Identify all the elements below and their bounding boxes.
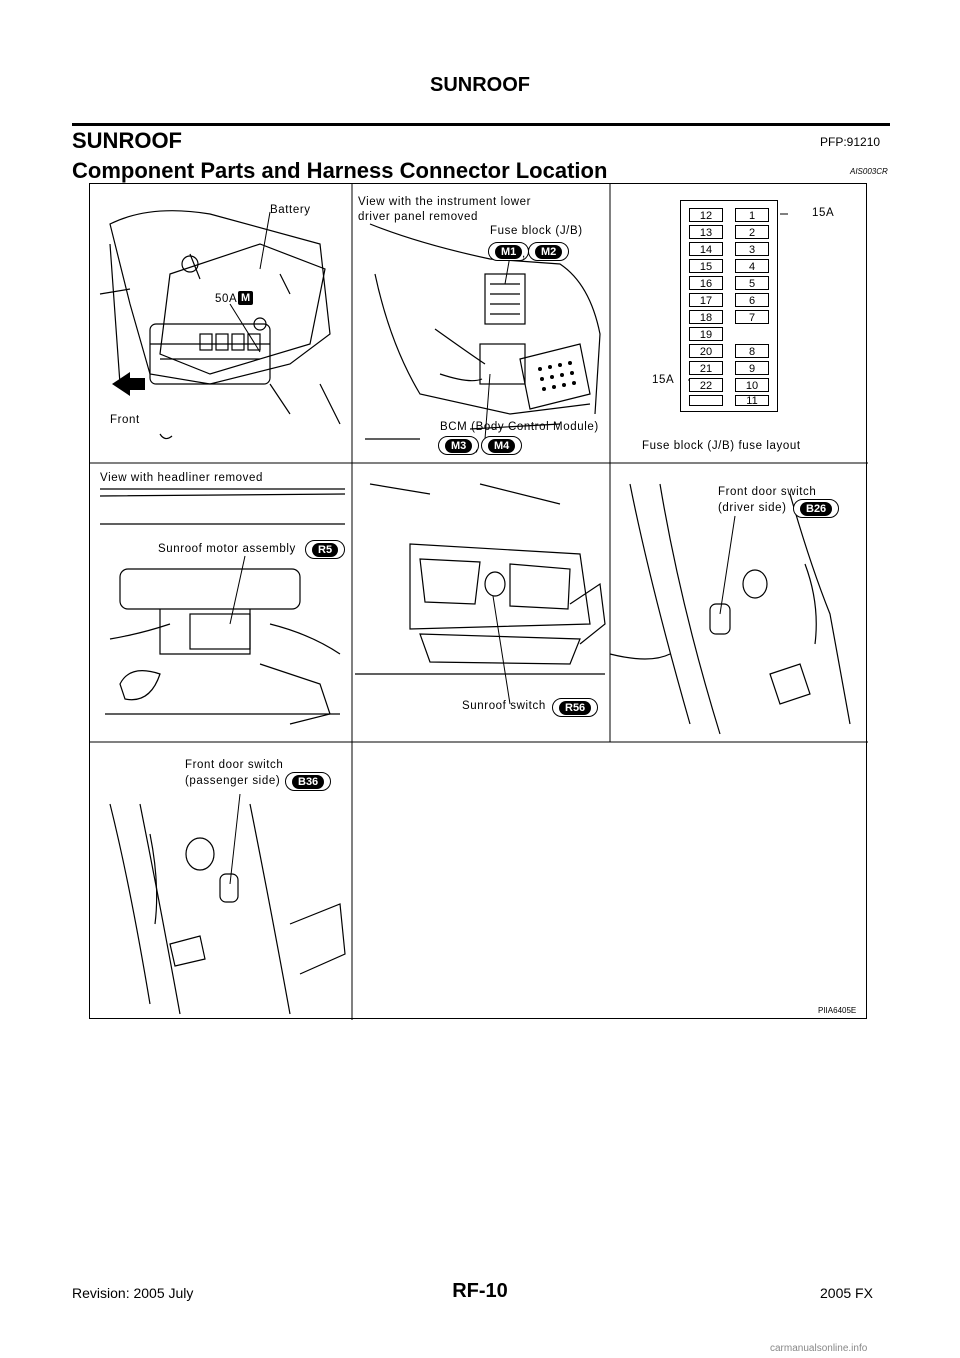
- fuse-slot: 1: [735, 208, 769, 222]
- pfp-code: PFP:91210: [820, 135, 881, 149]
- front-label: Front: [110, 414, 140, 426]
- fuse-slot: 18: [689, 310, 723, 324]
- passenger-door-label-2: (passenger side): [185, 775, 281, 787]
- doc-code: AIS003CR: [850, 167, 888, 176]
- driver-door-sketch: [609, 483, 851, 735]
- fuse-slot: 14: [689, 242, 723, 256]
- comma: ,: [475, 442, 479, 454]
- page-header: SUNROOF: [430, 74, 530, 96]
- fuse-slot: 8: [735, 344, 769, 358]
- headliner-heading: View with headliner removed: [100, 472, 264, 484]
- battery-sketch: [99, 210, 341, 440]
- fuse-slot: 6: [735, 293, 769, 307]
- sunroof-switch-label: Sunroof switch: [462, 700, 546, 712]
- passenger-door-label-1: Front door switch: [185, 759, 284, 771]
- connector-r5: R5: [305, 540, 346, 559]
- figure-id: PIIA6405E: [818, 1006, 857, 1015]
- fuse-layout-caption: Fuse block (J/B) fuse layout: [642, 440, 801, 452]
- fuse-slot: 2: [735, 225, 769, 239]
- fuse-slot: 9: [735, 361, 769, 375]
- section-title: SUNROOF: [72, 128, 182, 153]
- fuse-slot: 5: [735, 276, 769, 290]
- instrument-heading-1: View with the instrument lower: [358, 196, 532, 208]
- connector-m2: M2: [528, 242, 570, 261]
- instrument-panel-sketch: [365, 223, 601, 440]
- fuse-slot: 16: [689, 276, 723, 290]
- fuse-block-label: Fuse block (J/B): [490, 225, 583, 237]
- connector-b26: B26: [793, 499, 840, 518]
- fuse-slot: [689, 395, 723, 406]
- fuse-slot: 19: [689, 327, 723, 341]
- component-figure: Battery 50A M Front View with the instru…: [89, 183, 868, 1020]
- revision-text: Revision: 2005 July: [72, 1285, 194, 1301]
- fuse-layout-grid: 12 1 13 2 14 3 15 4 16 5 17 6 18 7 19 20…: [680, 200, 778, 412]
- fuse-slot: 13: [689, 225, 723, 239]
- connector-m4: M4: [481, 436, 523, 455]
- instrument-heading-2: driver panel removed: [358, 211, 479, 223]
- subsection-title: Component Parts and Harness Connector Lo…: [72, 158, 608, 183]
- fuse-slot: 7: [735, 310, 769, 324]
- battery-label: Battery: [270, 204, 311, 216]
- connector-m1: M1: [488, 242, 530, 261]
- fuse-slot: 10: [735, 378, 769, 392]
- battery-leader: [259, 211, 271, 270]
- driver-door-label-2: (driver side): [718, 502, 787, 514]
- comma: ,: [522, 248, 526, 260]
- watermark: carmanualsonline.info: [770, 1343, 868, 1354]
- front-arrow-icon: [112, 372, 145, 396]
- fuse-slot: 11: [735, 395, 769, 407]
- fuse-slot: 22: [689, 378, 723, 392]
- m-tag: M: [238, 291, 254, 305]
- fuse-slot: 4: [735, 259, 769, 273]
- passenger-door-sketch: [109, 803, 346, 1015]
- connector-m3: M3: [438, 436, 480, 455]
- fuse-slot: 3: [735, 242, 769, 256]
- fuse-slot: 17: [689, 293, 723, 307]
- bcm-label: BCM (Body Control Module): [440, 421, 599, 433]
- driver-door-label-1: Front door switch: [718, 486, 817, 498]
- connector-r56: R56: [552, 698, 599, 717]
- fuse-slot: 12: [689, 208, 723, 222]
- fuse-slot: 21: [689, 361, 723, 375]
- model-text: 2005 FX: [820, 1285, 873, 1301]
- fuse-slot: 20: [689, 344, 723, 358]
- header-rule: [72, 123, 890, 126]
- fuse-slot: 15: [689, 259, 723, 273]
- connector-b36: B36: [285, 772, 332, 791]
- sunroof-motor-sketch: [99, 488, 346, 725]
- fuse-leader: [229, 303, 261, 353]
- fuse-50a-label: 50A: [215, 293, 238, 305]
- overhead-console-sketch: [355, 483, 606, 675]
- page-number: RF-10: [452, 1280, 508, 1302]
- sunroof-motor-label: Sunroof motor assembly: [158, 543, 296, 555]
- fuse-15a-left-label: 15A: [652, 374, 675, 386]
- fuse-15a-top-label: 15A: [812, 207, 835, 219]
